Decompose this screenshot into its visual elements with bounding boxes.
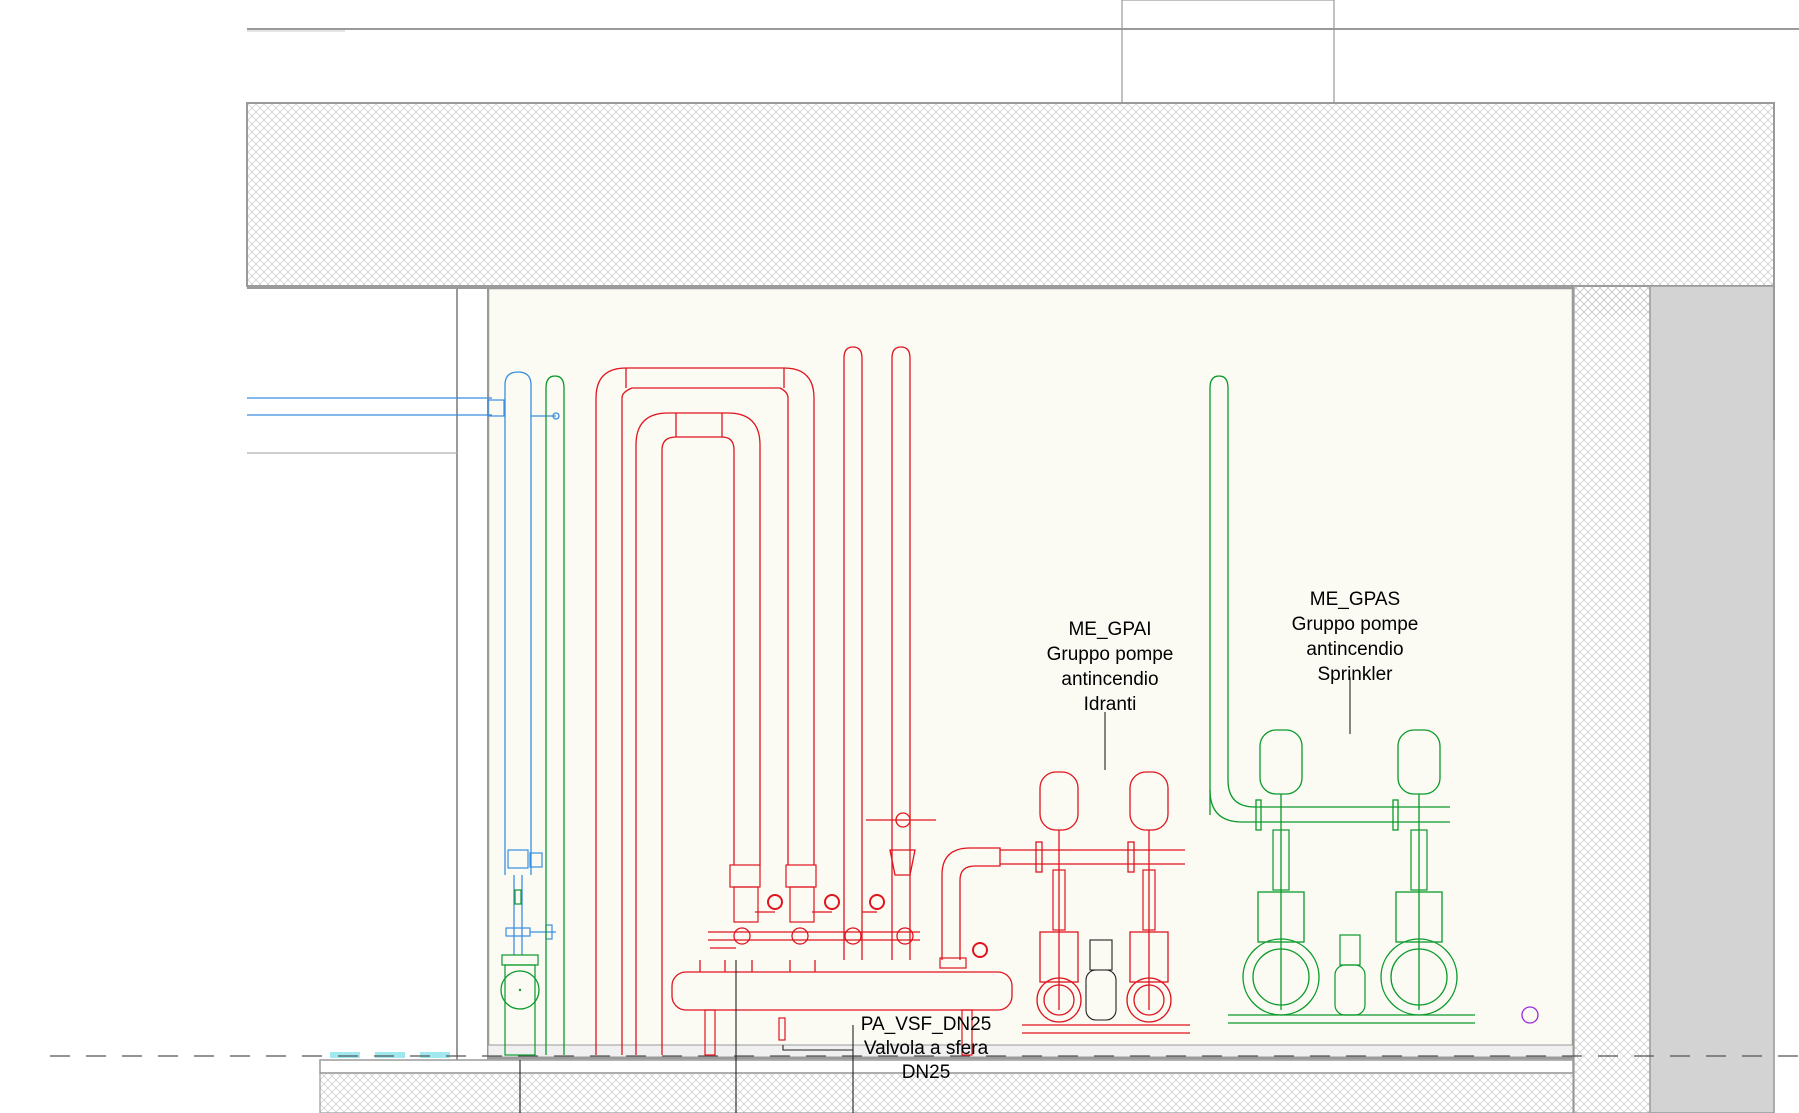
- label-gpas-line3: Sprinkler: [1318, 664, 1394, 685]
- right-wall: [1573, 103, 1775, 1113]
- label-gpas-code: ME_GPAS: [1310, 589, 1400, 610]
- left-wall: [247, 287, 489, 1073]
- pump-room: [486, 286, 1575, 1060]
- label-gpas-line1: Gruppo pompe: [1292, 614, 1419, 635]
- label-valve: PA_VSF_DN25 Valvola a sfera DN25: [861, 1014, 992, 1083]
- floor-slab: [319, 1044, 1574, 1113]
- label-gpai-line2: antincendio: [1061, 669, 1158, 690]
- valve-group: [708, 864, 988, 969]
- label-gpai-line1: Gruppo pompe: [1047, 644, 1174, 665]
- label-valve-line2: DN25: [902, 1062, 951, 1083]
- label-gpai-code: ME_GPAI: [1068, 619, 1151, 640]
- label-valve-line1: Valvola a sfera: [864, 1038, 989, 1059]
- ceiling-slab: [246, 102, 1775, 316]
- sprinkler-riser-left: [500, 375, 565, 1056]
- hydrant-supply-pipe: [941, 841, 1185, 960]
- gpai-pump-group: [1022, 771, 1190, 1034]
- incoming-water-pipes: [247, 371, 560, 955]
- label-valve-code: PA_VSF_DN25: [861, 1014, 992, 1035]
- sprinkler-supply-pipe: [1209, 375, 1450, 831]
- hydrant-collector: [671, 960, 1013, 1056]
- label-gpas-line2: antincendio: [1306, 639, 1403, 660]
- hydrant-u-pipes: [595, 367, 815, 1055]
- gpas-pump-group: [1228, 729, 1539, 1024]
- top-reference-lines: [247, 0, 1799, 104]
- label-gpai-line3: Idranti: [1084, 694, 1137, 715]
- label-gpas: ME_GPAS Gruppo pompe antincendio Sprinkl…: [1292, 589, 1419, 685]
- label-gpai: ME_GPAI Gruppo pompe antincendio Idranti: [1047, 619, 1174, 715]
- hydrant-risers: [843, 346, 936, 960]
